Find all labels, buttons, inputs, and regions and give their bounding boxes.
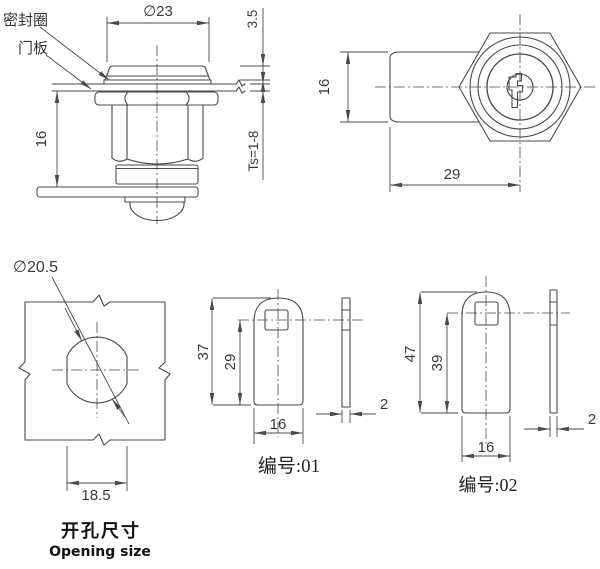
cam02-2-extension-lines	[549, 416, 558, 437]
cam01-total-height-dim: 37	[195, 344, 212, 361]
cam01-strip-ticks	[341, 309, 351, 331]
hole-dia-arrow-lower	[111, 398, 126, 418]
panel-bottom-line	[51, 86, 246, 94]
hole-diameter-dim: ∅20.5	[13, 259, 58, 276]
cam01-thickness-dim: 2	[380, 396, 388, 413]
cap-dia-extension-lines	[106, 17, 210, 62]
opening-title-zh: 开孔尺寸	[61, 520, 141, 542]
cam01-2-extension-lines	[341, 410, 351, 423]
flat-width-extension-lines	[66, 446, 128, 491]
seal-ring-leader	[39, 26, 110, 81]
cam01-outline	[253, 297, 304, 406]
cam01-37-extension-lines	[213, 297, 271, 406]
side-view: 16 29	[316, 14, 598, 192]
hex-nut-facets	[124, 91, 190, 106]
lock-body	[389, 51, 480, 123]
cam-plate	[36, 186, 199, 198]
cam01-16-extension-lines	[253, 408, 304, 444]
hex-body	[111, 104, 204, 160]
cam02-outline	[461, 291, 511, 414]
body-height-dim: 16	[33, 131, 50, 148]
opening-title-en: Opening size	[49, 544, 151, 560]
hex-nut	[94, 91, 219, 106]
panel-top-line	[51, 79, 246, 87]
hole-dia-arrow-upper	[64, 307, 83, 342]
hex-body-chamfer	[111, 157, 204, 165]
panel-edge-bottom	[24, 433, 166, 446]
front-view: ∅23 3.5 Ts=1-8 16 密封圈 门板	[3, 3, 270, 224]
panel-edge-top	[24, 294, 166, 307]
cam01-width-dim: 16	[270, 416, 287, 433]
door-panel-leader	[45, 54, 92, 90]
cap-height-dim: 3.5	[245, 10, 260, 29]
head-circle-outer	[469, 36, 571, 138]
cam02-side-strip	[549, 289, 558, 414]
opening-view: ∅20.5 18.5 开孔尺寸 Opening size	[13, 259, 171, 560]
cam01-label: 编号:01	[258, 455, 320, 477]
side-height-dim: 16	[316, 79, 333, 96]
cam01-side-strip	[341, 297, 351, 408]
keyhole	[508, 72, 524, 109]
cam02-width-dim: 16	[478, 439, 495, 456]
cam02-label: 编号:02	[458, 475, 517, 495]
side-length-dim: 29	[444, 166, 461, 183]
cam02-47-extension-lines	[421, 291, 477, 414]
cam02-strip-ticks	[549, 301, 558, 326]
cam01-hole-to-bottom-dim: 29	[222, 354, 239, 371]
panel-edge-left	[18, 301, 31, 441]
cam-02-view: 47 39 16 2 编号:02	[402, 276, 596, 495]
cap-diameter-dim: ∅23	[143, 3, 173, 20]
hex-head	[458, 32, 582, 142]
panel-thickness-dim: Ts=1-8	[246, 131, 261, 172]
seal-ring-shape	[103, 79, 212, 85]
bottom-dome	[129, 201, 185, 222]
door-panel-label: 门板	[18, 39, 48, 57]
cam02-total-height-dim: 47	[402, 346, 419, 363]
flat-width-dim: 18.5	[81, 487, 110, 504]
cam01-square-hole	[264, 309, 289, 331]
cam02-square-hole	[474, 301, 499, 326]
collar	[115, 164, 199, 185]
cap-outline	[104, 65, 211, 81]
cam-01-view: 37 29 16 2 编号:01	[195, 289, 388, 477]
right-extension-lines	[240, 65, 270, 92]
bottom-washer	[124, 196, 186, 203]
cam02-hole-to-bottom-dim: 39	[429, 355, 446, 372]
cam02-thickness-dim: 2	[588, 411, 596, 428]
cylinder-face	[486, 53, 554, 121]
seal-ring-label: 密封圈	[3, 12, 48, 29]
panel-edge-right	[158, 301, 171, 441]
head-circle-mid	[477, 44, 563, 130]
